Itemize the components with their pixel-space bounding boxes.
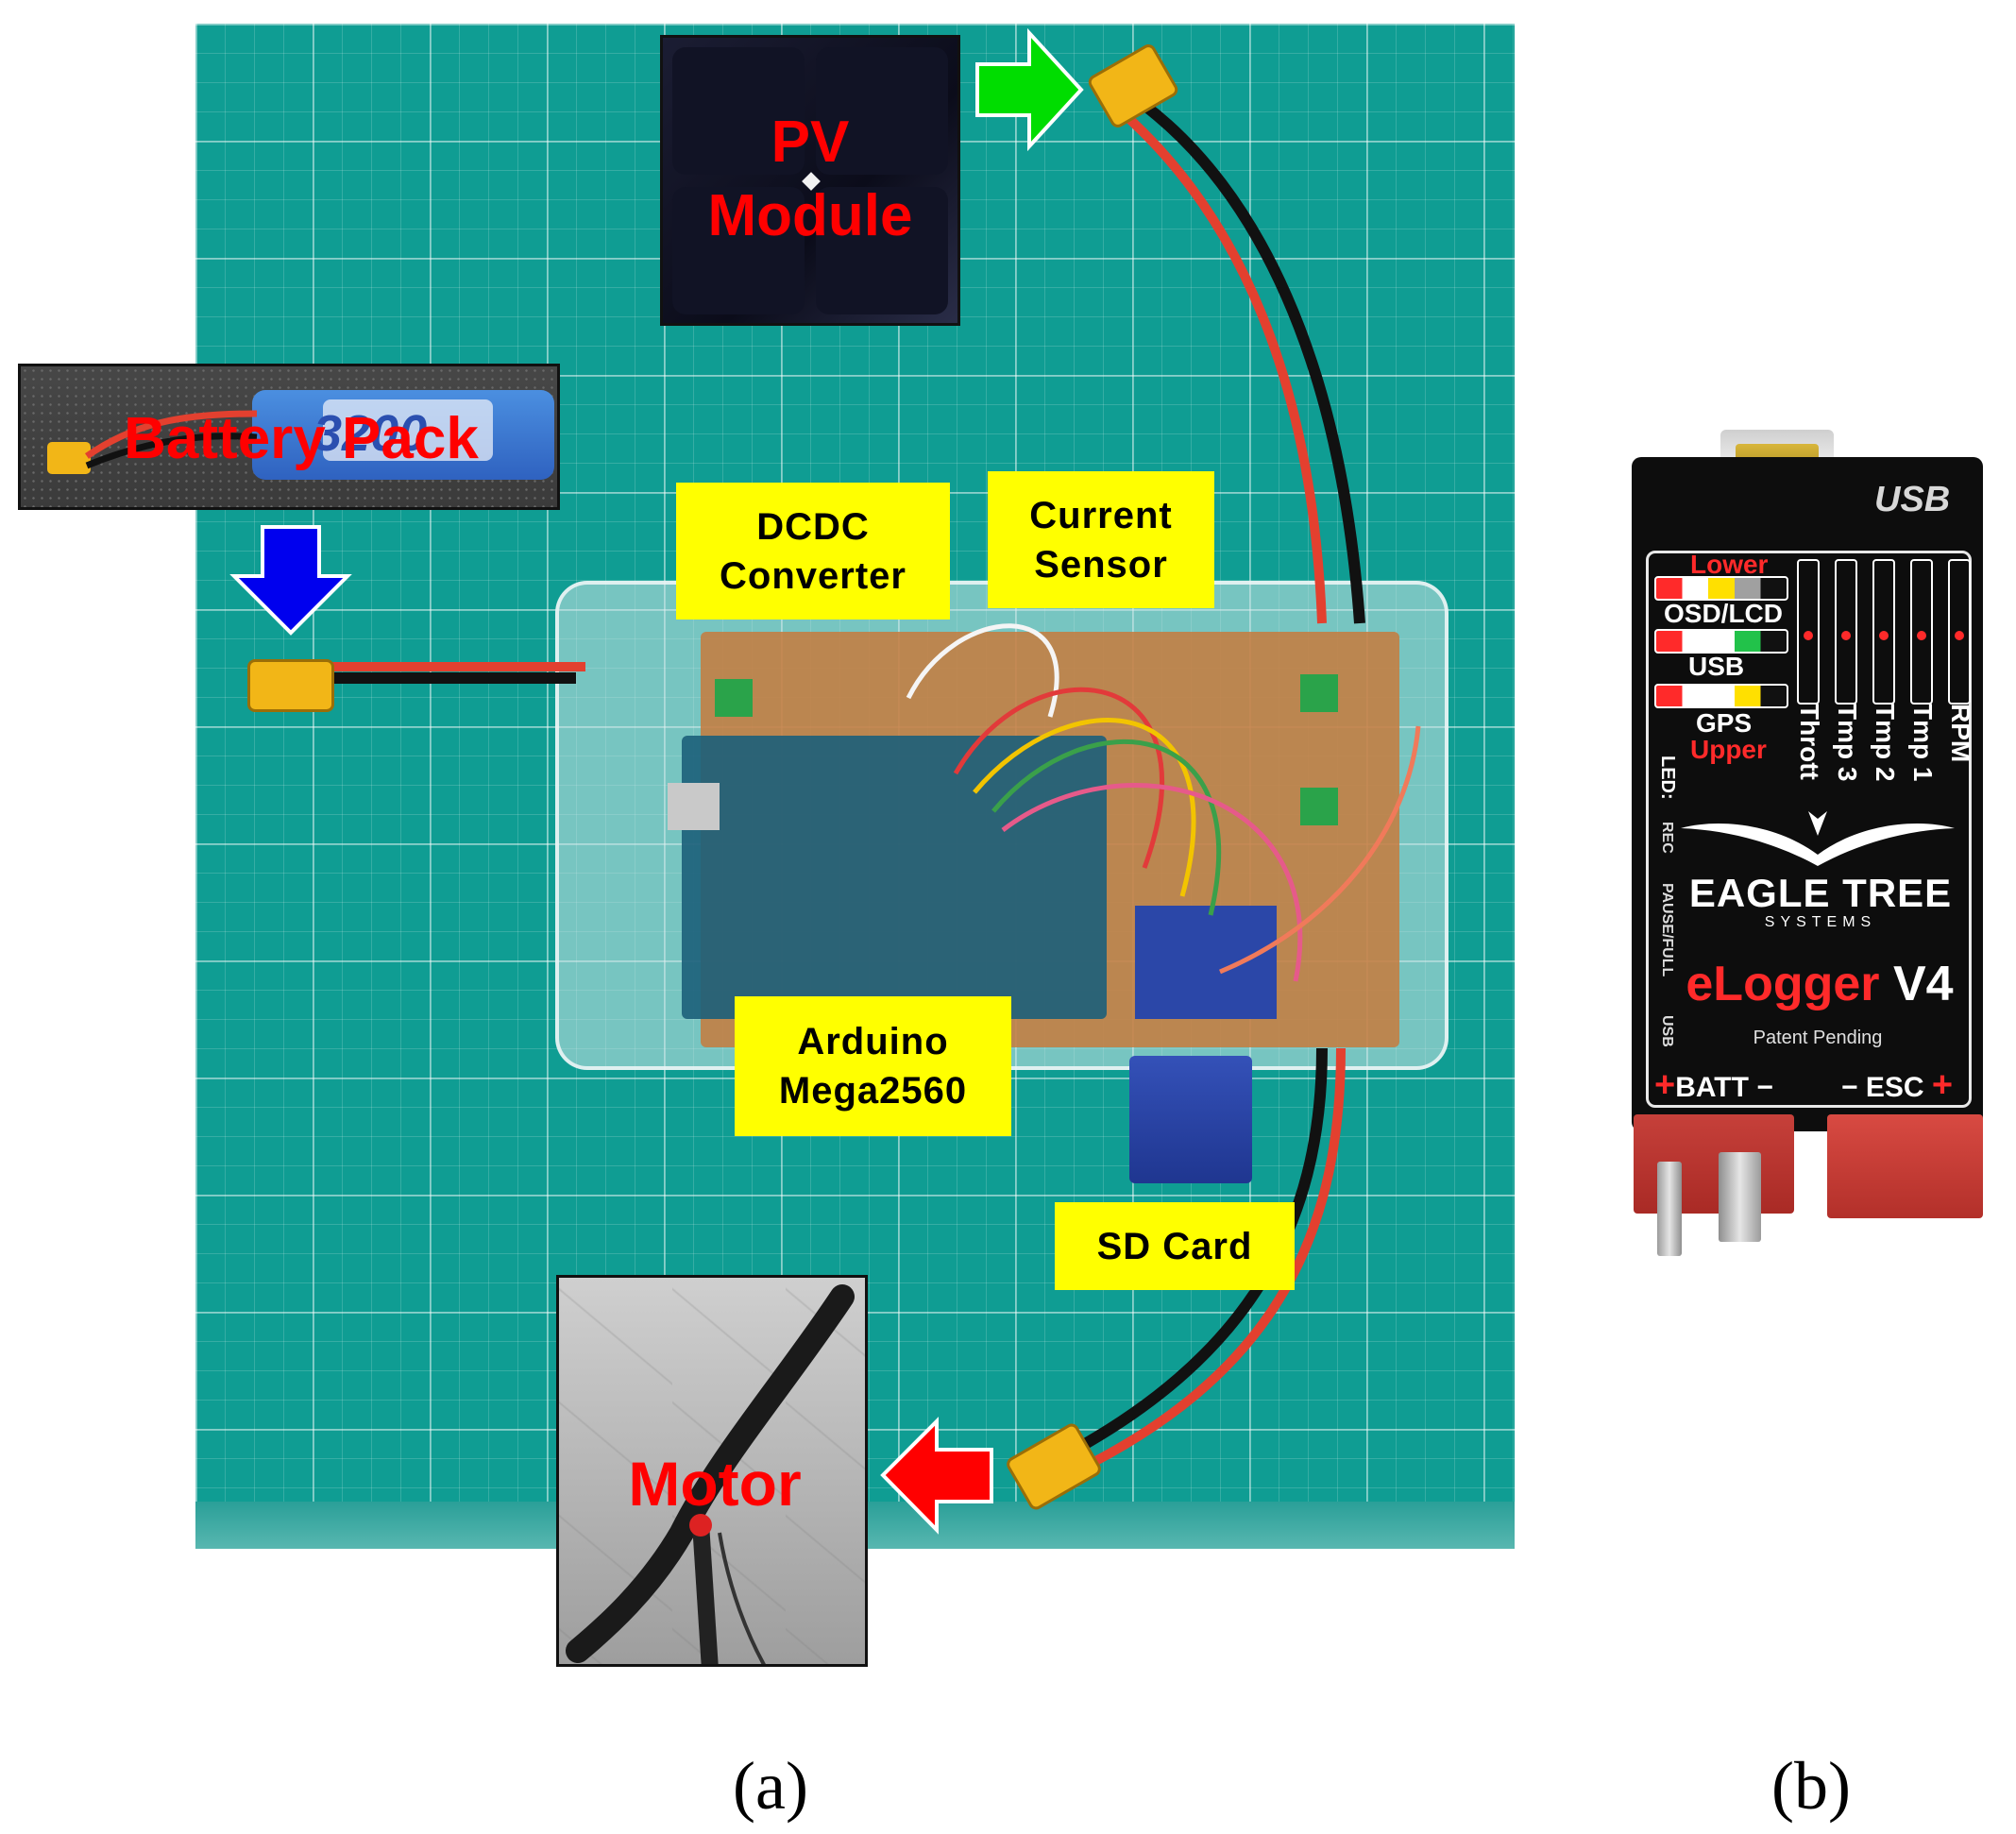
product-name: eLogger	[1686, 957, 1880, 1011]
arduino-label: Arduino Mega2560	[735, 996, 1011, 1136]
batt-plus: +	[1654, 1065, 1676, 1105]
batt-text: BATT	[1675, 1072, 1749, 1103]
red-led	[1804, 631, 1813, 640]
column-label-rpm: RPM	[1946, 704, 1975, 763]
battery-capacity-print: 3200	[313, 405, 428, 462]
jumper-wires	[906, 623, 1421, 982]
arduino-board	[682, 736, 1107, 1019]
usb-text: USB	[1874, 480, 1951, 519]
red-led	[1917, 631, 1926, 640]
sd-card-label: SD Card	[1055, 1202, 1295, 1290]
elogger-device	[1632, 457, 1983, 1131]
battery-leads	[84, 410, 258, 469]
red-led	[1955, 631, 1964, 640]
caption-b: (b)	[1771, 1748, 1851, 1824]
xt60-connector-battery	[247, 659, 334, 712]
battery-polarity-label: +BATT −	[1654, 1065, 1773, 1106]
brand-name: EAGLE TREE	[1688, 871, 1953, 915]
arrow-down-icon	[229, 525, 352, 636]
led-column	[1835, 559, 1857, 705]
eagle-wings-logo	[1681, 811, 1955, 866]
motor-photo: Motor	[556, 1275, 868, 1667]
esc-text: ESC	[1865, 1072, 1924, 1103]
column-label-thrott: Thrott	[1795, 704, 1824, 780]
led-column	[1872, 559, 1895, 705]
batt-minus: −	[1756, 1072, 1773, 1103]
column-label-tmp3: Tmp 3	[1833, 704, 1862, 782]
terminal-block	[1300, 788, 1338, 825]
usb-port-label: USB	[1688, 652, 1745, 681]
led-column	[1910, 559, 1933, 705]
led-bar-gps	[1654, 684, 1788, 708]
brand-subtitle: SYSTEMS	[1764, 914, 1877, 930]
led-bar-osd	[1654, 576, 1788, 601]
terminal-block	[1300, 674, 1338, 712]
esc-minus: −	[1841, 1072, 1858, 1103]
osd-lcd-label: OSD/LCD	[1664, 599, 1783, 628]
battery-wrap-label	[323, 399, 493, 461]
deans-pin	[1657, 1162, 1682, 1256]
product-title: eLogger V4	[1683, 956, 1957, 1012]
esc-plus: +	[1931, 1065, 1954, 1105]
led-legend-label: LED:	[1657, 756, 1678, 800]
product-version: V4	[1892, 957, 1954, 1011]
led-column	[1797, 559, 1820, 705]
led-bar-usb	[1654, 629, 1788, 654]
deans-pin	[1719, 1152, 1761, 1242]
caption-a: (a)	[733, 1748, 808, 1824]
battery-connector	[47, 442, 91, 474]
arrow-left-icon	[880, 1417, 993, 1535]
lower-label: Lower	[1690, 550, 1769, 579]
sd-card	[1129, 1056, 1252, 1183]
usb-b-port	[668, 783, 720, 830]
sd-module	[1135, 906, 1277, 1019]
arrow-right-icon	[975, 28, 1084, 151]
upper-label: Upper	[1690, 735, 1767, 764]
led-state-pause-full: PAUSE/FULL	[1659, 883, 1675, 977]
gps-label: GPS	[1696, 708, 1753, 738]
column-label-tmp2: Tmp 2	[1871, 704, 1900, 782]
current-sensor-label: Current Sensor	[988, 471, 1214, 608]
esc-polarity-label: − ESC +	[1841, 1065, 1953, 1106]
patent-text: Patent Pending	[1753, 1027, 1883, 1048]
dcdc-converter-label: DCDC Converter	[676, 483, 950, 620]
led-column	[1948, 559, 1971, 705]
led-state-usb: USB	[1659, 1015, 1675, 1047]
pv-module-photo: PV Module	[660, 35, 960, 326]
red-led	[1841, 631, 1851, 640]
project-case	[555, 581, 1448, 1070]
led-state-rec: REC	[1659, 822, 1675, 854]
elogger-face-panel	[1646, 551, 1972, 1108]
cell-gap	[802, 172, 821, 191]
propeller	[566, 1284, 855, 1664]
deans-connector-esc	[1827, 1114, 1983, 1218]
red-led	[1879, 631, 1889, 640]
battery-pack-photo: 3200 Battery Pack	[18, 364, 560, 510]
terminal-block	[715, 679, 753, 717]
column-label-tmp1: Tmp 1	[1908, 704, 1938, 782]
